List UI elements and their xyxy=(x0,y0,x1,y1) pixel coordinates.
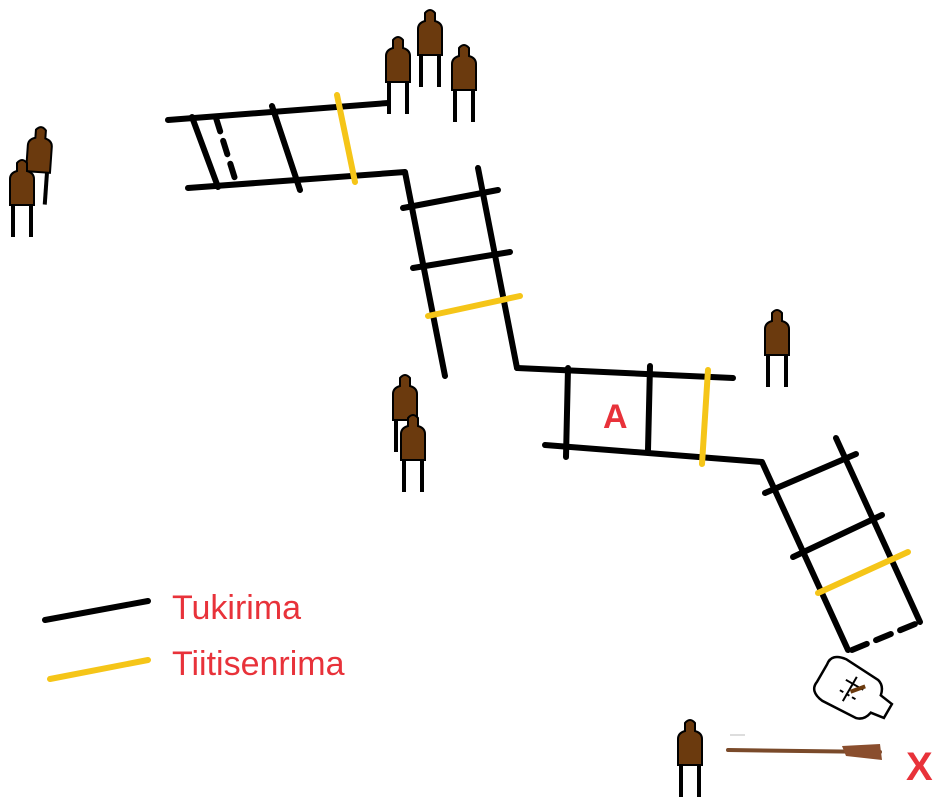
target-silhouette-icon xyxy=(416,8,444,89)
rung-1b-dashed xyxy=(213,115,239,185)
yellow-rail-3 xyxy=(699,367,711,467)
target-silhouette-icon xyxy=(763,308,791,389)
rung-4a xyxy=(762,451,859,496)
target-silhouette-icon xyxy=(8,158,36,239)
rung-1a xyxy=(189,114,221,190)
legend-swatch-tukirima xyxy=(42,598,151,623)
target-silhouette-icon xyxy=(450,43,478,124)
rung-3a xyxy=(563,365,571,460)
legend: Tukirima Tiitisenrima xyxy=(42,589,345,683)
targets xyxy=(8,8,791,799)
rail-section-3-bottom xyxy=(542,442,851,653)
rail-section-1-bottom xyxy=(185,169,448,379)
rung-2a xyxy=(400,187,501,211)
rail-section-2-right xyxy=(475,165,520,371)
rung-1c xyxy=(269,103,303,193)
rifle-icon xyxy=(726,734,882,760)
tiitisenrima-rails xyxy=(334,92,911,596)
legend-label-tukirima: Tukirima xyxy=(172,589,301,627)
tukirima-rails xyxy=(165,100,923,653)
shooter-position-icon xyxy=(812,655,894,720)
rail-section-4-right xyxy=(833,435,923,625)
marker-a: A xyxy=(603,398,628,436)
rail-section-3-top xyxy=(514,365,736,381)
rung-3b xyxy=(645,363,653,453)
rung-4b xyxy=(790,512,885,560)
rung-2b xyxy=(410,249,513,271)
target-silhouette-icon xyxy=(676,718,704,799)
legend-label-tiitisenrima: Tiitisenrima xyxy=(172,645,345,683)
yellow-rail-1 xyxy=(334,92,358,185)
target-silhouette-icon xyxy=(384,35,412,116)
yellow-rail-2 xyxy=(425,293,523,319)
rail-section-1-top xyxy=(165,100,391,123)
rung-4c-dashed xyxy=(849,619,923,653)
legend-swatch-tiitisenrima xyxy=(47,657,151,682)
marker-x: X xyxy=(906,745,933,789)
target-silhouette-icon xyxy=(399,413,427,494)
yellow-rail-4 xyxy=(815,549,911,596)
